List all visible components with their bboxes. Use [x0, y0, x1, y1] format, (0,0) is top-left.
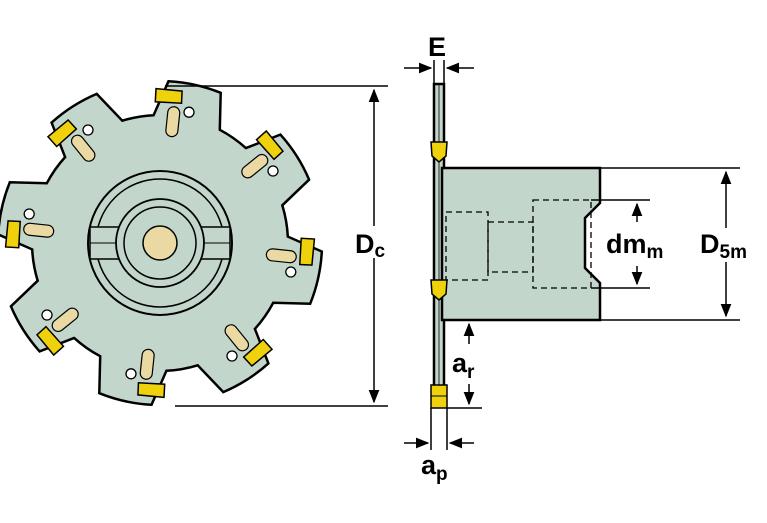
chip-slot: [241, 153, 269, 179]
mounting-hole: [285, 266, 297, 278]
cutting-insert: [46, 118, 78, 148]
cutting-insert: [242, 338, 274, 368]
cutting-insert: [35, 325, 65, 357]
chip-slot: [70, 134, 96, 162]
mounting-hole: [41, 309, 53, 321]
cutting-insert: [137, 381, 166, 399]
side-shank: [440, 166, 602, 322]
cutter-inserts: [4, 87, 316, 399]
dimension-ap: ap: [404, 408, 474, 485]
dimension-e: E: [404, 32, 474, 84]
mounting-hole: [23, 208, 35, 220]
center-bore: [142, 225, 178, 261]
chip-slot: [224, 324, 250, 352]
mounting-hole: [125, 368, 137, 380]
mounting-hole: [267, 165, 279, 177]
e-label: E: [428, 32, 446, 62]
side-insert-top: [430, 141, 448, 163]
mounting-hole: [226, 350, 238, 362]
chip-slot: [165, 106, 181, 138]
dimension-d5m: D5m: [600, 167, 760, 321]
chip-slot: [23, 222, 55, 238]
dimension-dmm: dmm: [591, 199, 663, 289]
cutter-front-view: [0, 79, 324, 407]
cutting-insert: [298, 237, 316, 266]
d5m-label: D5m: [700, 229, 747, 263]
cutting-insert: [154, 87, 183, 105]
mounting-hole: [82, 124, 94, 136]
chip-slot: [265, 248, 297, 264]
dc-label: Dc: [355, 229, 386, 262]
side-insert-mid: [430, 279, 448, 301]
ar-label: ar: [452, 348, 475, 383]
cutting-insert: [4, 220, 22, 249]
chip-slot: [51, 307, 79, 333]
chip-slot: [139, 348, 155, 380]
dmm-label: dmm: [606, 229, 663, 263]
dimension-dc: Dc: [165, 85, 396, 407]
mounting-hole: [183, 106, 195, 118]
cutting-insert: [255, 129, 285, 161]
dimension-ar: ar: [444, 319, 482, 409]
cutter-side-view: [430, 82, 602, 409]
ap-label: ap: [421, 450, 448, 485]
